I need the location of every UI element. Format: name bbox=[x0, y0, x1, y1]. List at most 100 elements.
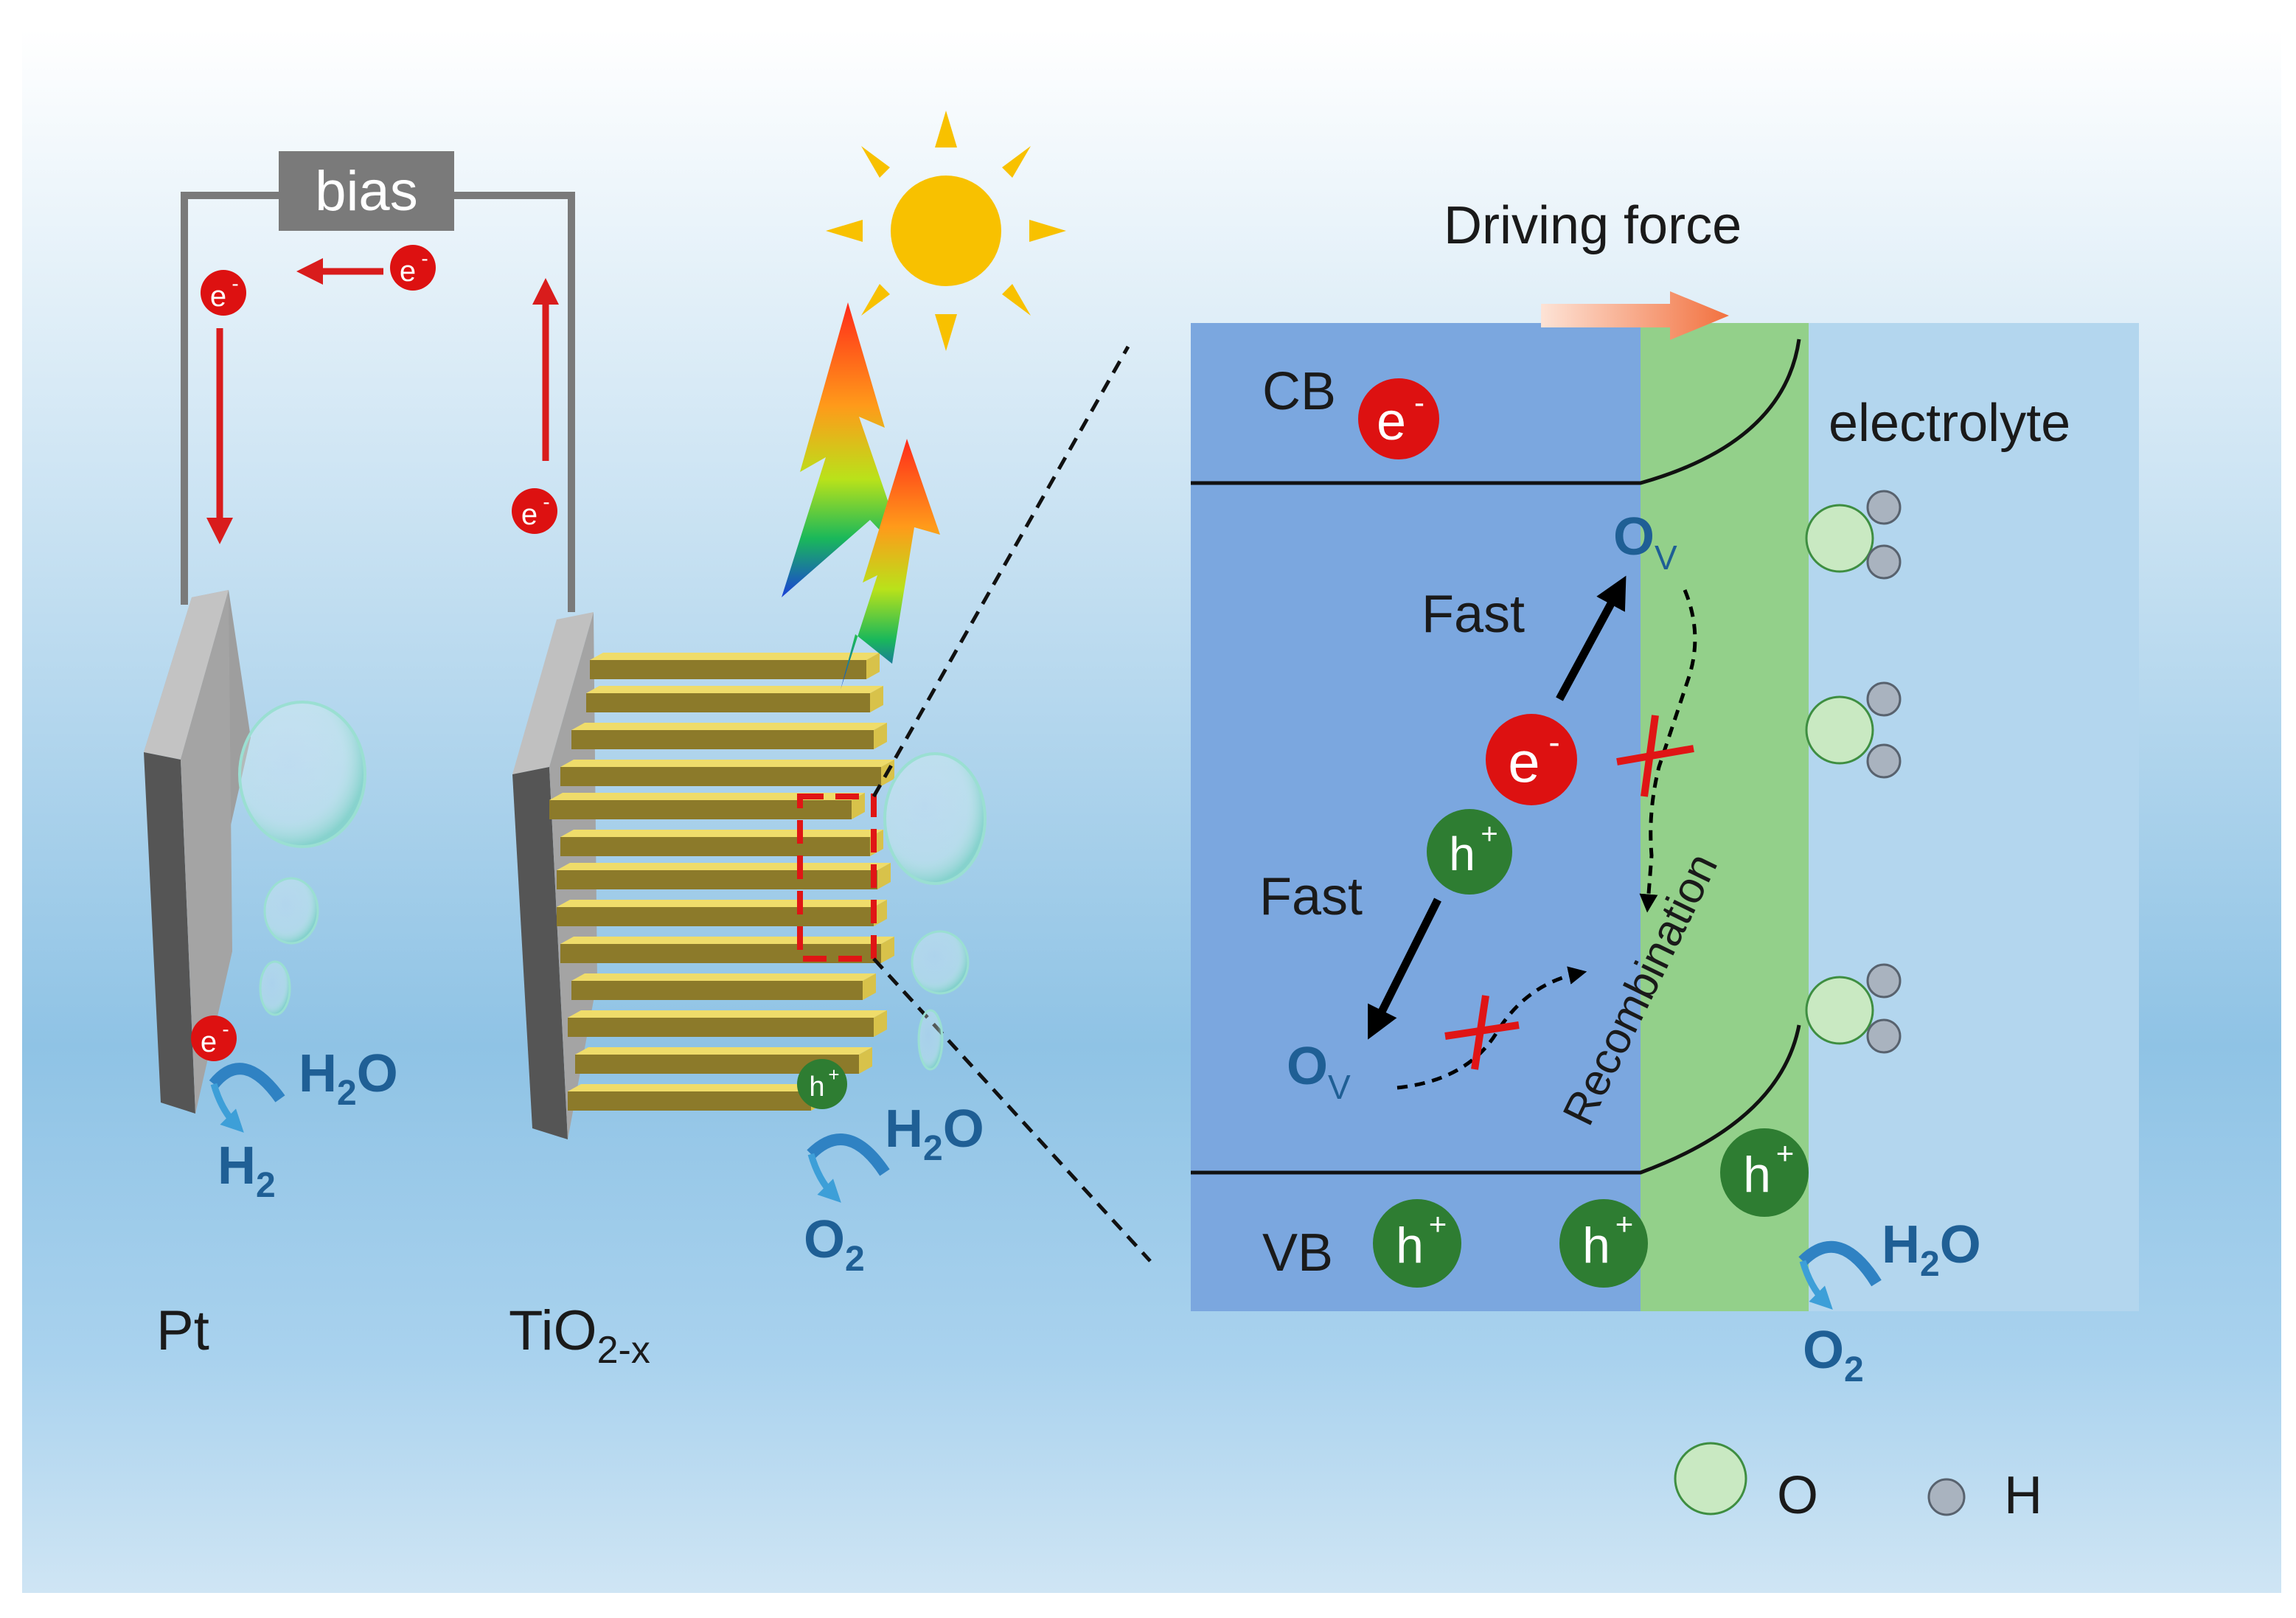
nanorod-side bbox=[568, 1091, 811, 1111]
hydrogen-bubbles bbox=[238, 701, 366, 1016]
legend-oxygen-label: O bbox=[1777, 1466, 1818, 1525]
h2o-label-interface: H2O bbox=[1882, 1215, 1981, 1284]
nanorod-top bbox=[557, 863, 891, 870]
svg-text:e: e bbox=[521, 499, 538, 531]
nanorod-end bbox=[866, 653, 880, 679]
electron-icon-top: e - bbox=[390, 245, 436, 291]
water-molecule-2 bbox=[1805, 681, 1902, 779]
blocked-mark-lower bbox=[1444, 995, 1520, 1070]
curved-reaction-arrow-interface bbox=[1798, 1240, 1882, 1287]
svg-text:-: - bbox=[421, 247, 428, 270]
cb-label: CB bbox=[1262, 362, 1336, 421]
interface-reaction: H2O O2 bbox=[1798, 1215, 1981, 1389]
legend-oxygen-swatch bbox=[1674, 1442, 1747, 1515]
hole-icon-small: h + bbox=[797, 1059, 847, 1109]
nanorod-side bbox=[557, 907, 874, 926]
zoom-line-bottom bbox=[872, 957, 1152, 1263]
nanorod-top bbox=[560, 937, 894, 944]
svg-text:e: e bbox=[1508, 729, 1540, 794]
nanorod-side bbox=[575, 1055, 859, 1074]
semiconductor-bulk bbox=[1191, 323, 1641, 1311]
svg-text:-: - bbox=[232, 272, 238, 295]
curved-reaction-arrow-tio2 bbox=[807, 1133, 890, 1176]
nanorod-top bbox=[571, 723, 887, 730]
svg-text:+: + bbox=[828, 1063, 839, 1086]
h2o-label-tio2: H2O bbox=[885, 1100, 984, 1168]
fast-label-upper: Fast bbox=[1422, 585, 1525, 644]
pt-label: Pt bbox=[156, 1299, 209, 1362]
pt-reaction: e - H2O H2 bbox=[191, 1015, 398, 1205]
nanorod-end bbox=[863, 973, 876, 1000]
legend-hydrogen-swatch bbox=[1927, 1478, 1966, 1516]
nanorod-side bbox=[590, 660, 866, 679]
nanorod-end bbox=[874, 723, 887, 749]
svg-text:-: - bbox=[1414, 385, 1424, 420]
nanorod-end bbox=[870, 686, 883, 712]
svg-text:e: e bbox=[210, 280, 226, 313]
electrolyte-region bbox=[1809, 323, 2139, 1311]
svg-text:+: + bbox=[1429, 1206, 1447, 1241]
external-circuit: bias bbox=[181, 151, 575, 612]
water-molecule-1 bbox=[1805, 490, 1902, 580]
vb-label: VB bbox=[1262, 1223, 1333, 1282]
nanorod-side bbox=[560, 767, 881, 786]
nanorod-top bbox=[590, 653, 880, 660]
svg-text:h: h bbox=[809, 1072, 824, 1103]
sun-icon bbox=[826, 111, 1066, 351]
svg-text:h: h bbox=[1396, 1218, 1424, 1274]
legend: O H bbox=[1674, 1442, 2042, 1525]
tio2-reaction: h + H2O O2 bbox=[797, 1059, 984, 1279]
valence-band-edge bbox=[1191, 1024, 1801, 1175]
zoom-line-top bbox=[872, 345, 1130, 798]
band-diagram: Driving force CB VB electrolyte e - e - … bbox=[1191, 196, 2139, 1389]
svg-text:+: + bbox=[1776, 1136, 1795, 1170]
o2-label-interface: O2 bbox=[1803, 1321, 1864, 1389]
nanorod-side bbox=[560, 944, 881, 963]
svg-text:h: h bbox=[1743, 1147, 1771, 1203]
nanorod-end bbox=[874, 1010, 887, 1037]
nanorod-top bbox=[549, 793, 865, 800]
pt-electrode bbox=[144, 590, 251, 1114]
nanorod-side bbox=[568, 1018, 874, 1037]
curved-reaction-arrow-pt bbox=[209, 1063, 285, 1103]
bias-box bbox=[279, 151, 454, 231]
nanorod-top bbox=[568, 1084, 824, 1091]
electrolyte-label: electrolyte bbox=[1829, 394, 2070, 453]
oxygen-vacancy-label-lower: OV bbox=[1287, 1037, 1351, 1106]
nanorod-top bbox=[586, 686, 883, 693]
svg-text:h: h bbox=[1582, 1218, 1610, 1274]
nanorod-side bbox=[560, 837, 870, 856]
water-molecule-3 bbox=[1805, 963, 1902, 1054]
nanorod-end bbox=[859, 1047, 872, 1074]
recombination-path-lower bbox=[1396, 966, 1587, 1090]
h2o-label-pt: H2O bbox=[299, 1044, 398, 1113]
tio2-label: TiO2-x bbox=[509, 1299, 650, 1372]
oxygen-vacancy-label-upper: OV bbox=[1613, 507, 1677, 577]
driving-force-label: Driving force bbox=[1444, 196, 1742, 255]
nanorod-top bbox=[568, 1010, 887, 1018]
nanorod-top bbox=[575, 1047, 872, 1055]
svg-text:-: - bbox=[222, 1018, 229, 1041]
nanorod-end bbox=[874, 900, 887, 926]
nanorod-side bbox=[549, 800, 852, 819]
nanorod-top bbox=[571, 973, 876, 981]
hole-icon-surface: h + bbox=[1720, 1128, 1809, 1217]
recombination-path-upper bbox=[1639, 589, 1697, 913]
hole-icon-vb-2: h + bbox=[1559, 1199, 1648, 1288]
driving-force-arrow bbox=[1541, 291, 1729, 340]
circuit-electron-flow: e - e - e - bbox=[201, 245, 559, 544]
legend-hydrogen-label: H bbox=[2004, 1466, 2042, 1525]
fast-arrow-down bbox=[1368, 897, 1441, 1040]
nanorod-end bbox=[881, 937, 894, 963]
hole-icon-center: h + bbox=[1427, 809, 1512, 895]
electron-icon-center: e - bbox=[1486, 714, 1577, 805]
svg-text:-: - bbox=[543, 490, 549, 513]
hole-icon-vb-1: h + bbox=[1373, 1199, 1461, 1288]
light-bolt-icon bbox=[782, 302, 940, 690]
nanorod-top bbox=[560, 830, 883, 837]
nanorod-top bbox=[557, 900, 887, 907]
svg-text:e: e bbox=[1377, 392, 1406, 451]
electron-icon-left: e - bbox=[201, 270, 246, 316]
